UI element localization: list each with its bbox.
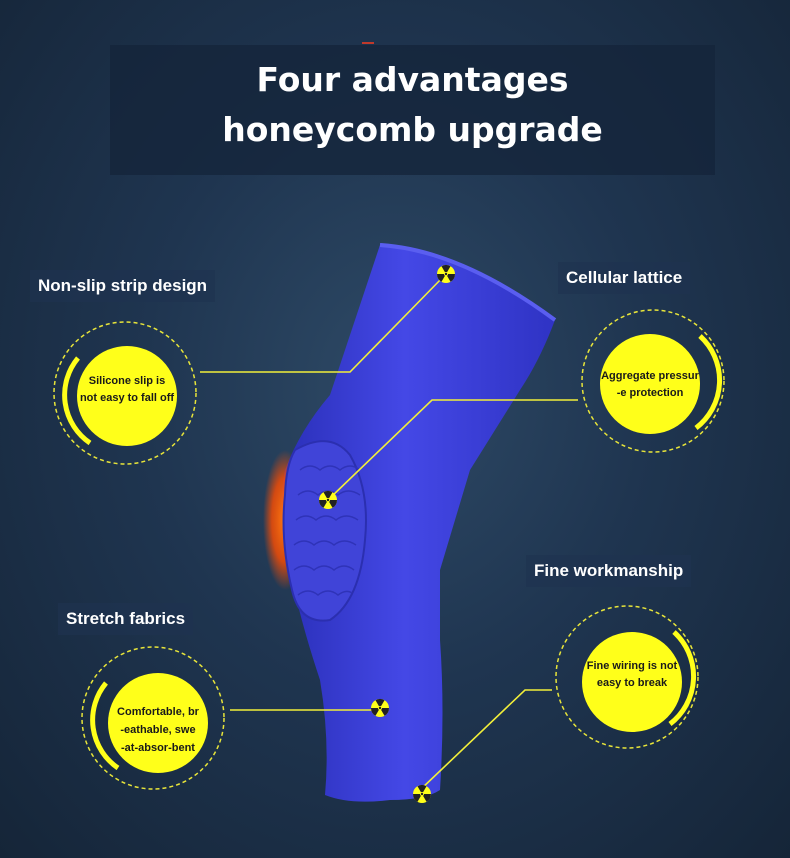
knee-sleeve [281, 245, 555, 802]
title-banner: Four advantages honeycomb upgrade [110, 45, 715, 175]
radiation-icon [319, 490, 337, 509]
desc-line-1: Silicone slip is [88, 375, 166, 387]
feature-circle-fine: Fine wiring is not easy to break [552, 602, 702, 752]
leader-line-nonslip [200, 274, 446, 373]
feature-circle-cellular: Aggregate pressur -e protection [578, 306, 728, 456]
title-line-1: Four advantages [256, 60, 569, 99]
radiation-icon [371, 698, 389, 717]
leader-line-fine [419, 689, 552, 791]
desc-line-3: -at-absor-bent [121, 742, 195, 754]
desc-line-2: not easy to fall off [79, 392, 175, 404]
label-cellular: Cellular lattice [558, 262, 691, 294]
label-non-slip: Non-slip strip design [30, 270, 216, 302]
red-accent-mark [362, 42, 374, 44]
feature-circle-stretch: Comfortable, br -eathable, swe -at-absor… [78, 643, 228, 793]
sleeve-top-edge [379, 243, 557, 322]
desc-line-1: Fine wiring is not [586, 660, 678, 672]
radiation-icon [413, 784, 431, 803]
feature-circle-non-slip: Silicone slip is not easy to fall off [50, 318, 200, 468]
radiation-icon [437, 264, 455, 283]
desc-line-2: easy to break [596, 677, 668, 689]
desc-line-2: -eathable, swe [120, 724, 196, 736]
title-line-2: honeycomb upgrade [222, 110, 603, 149]
desc-line-1: Aggregate pressur [601, 370, 699, 382]
label-fine-workmanship: Fine workmanship [526, 555, 692, 587]
desc-line-2: -e protection [616, 387, 684, 399]
honeycomb-pad [282, 440, 367, 622]
leader-lines [200, 274, 578, 791]
desc-line-1: Comfortable, br [117, 706, 199, 718]
label-stretch: Stretch fabrics [58, 603, 194, 635]
leader-line-cellular [329, 399, 578, 499]
